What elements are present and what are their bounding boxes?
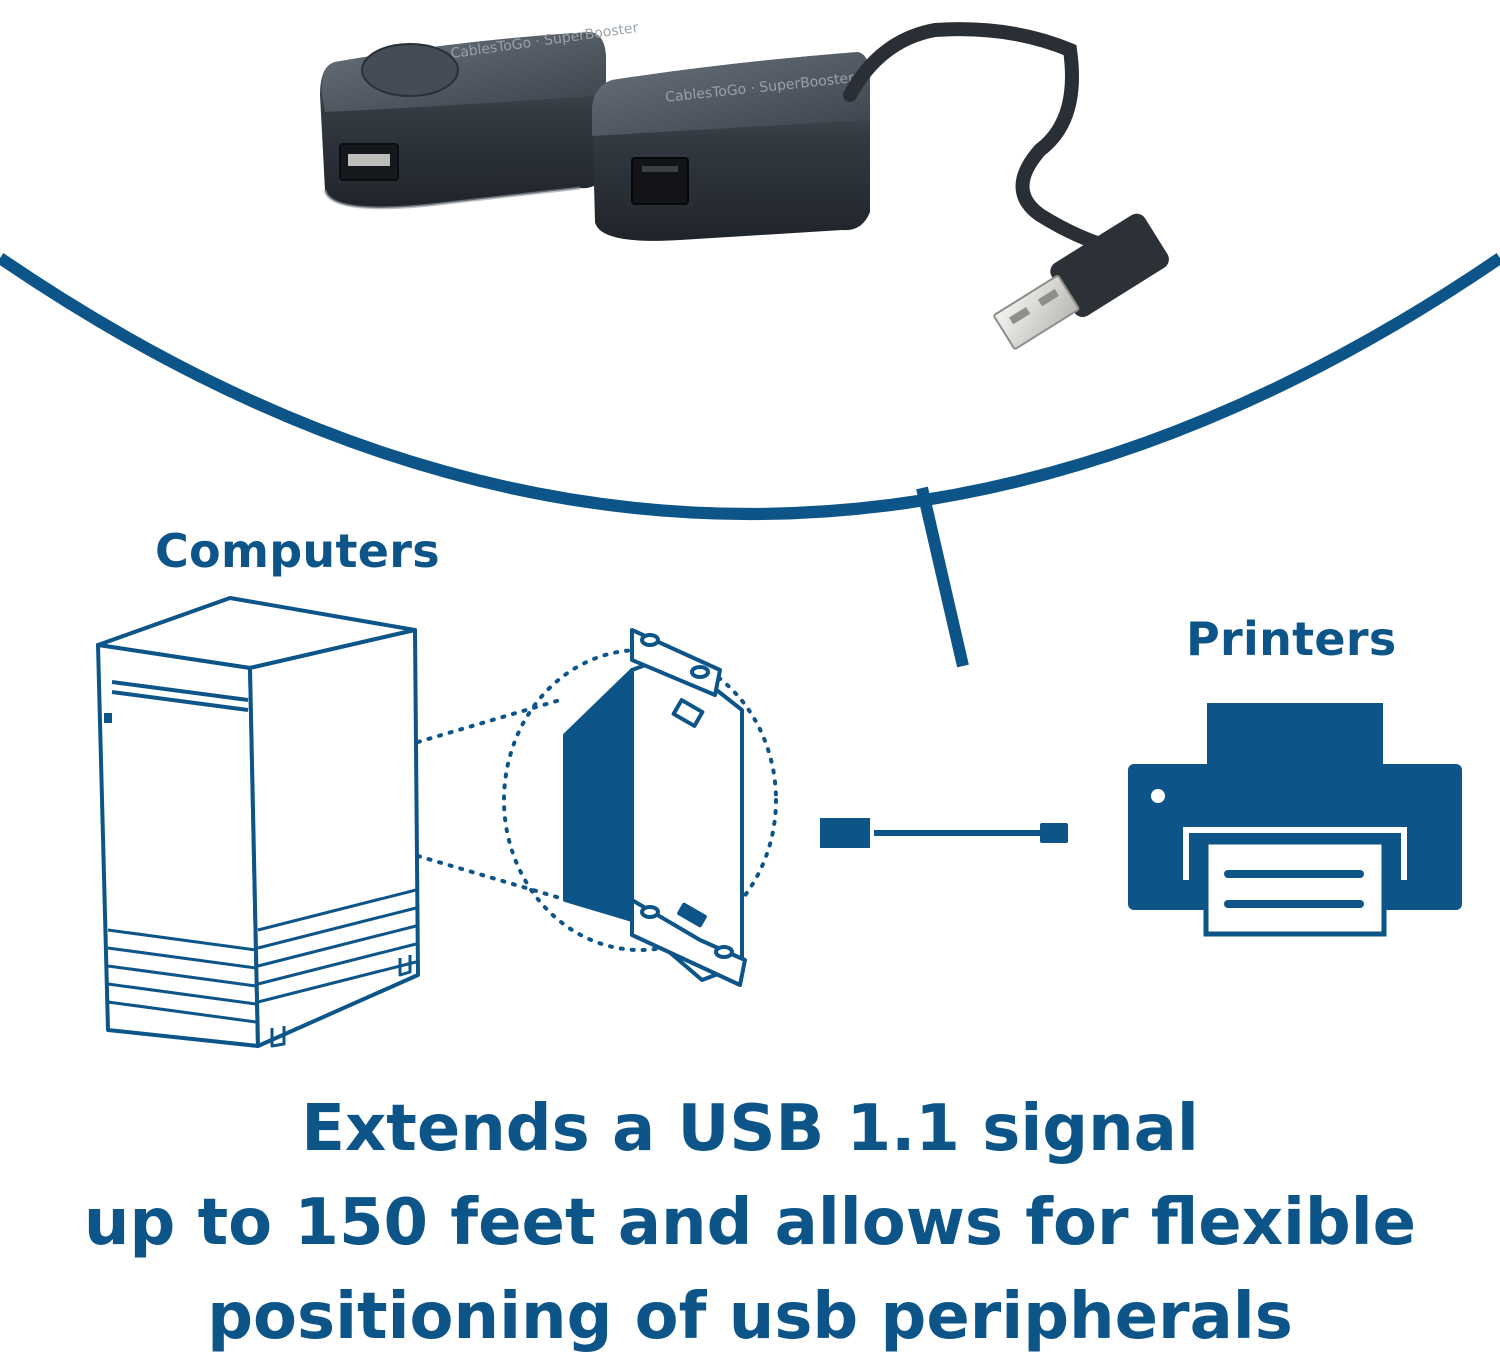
divider-arc (0, 253, 1500, 520)
wall-plate-icon (563, 628, 747, 987)
usb-cable (843, 22, 1127, 257)
usb-cable-icon (820, 818, 1068, 848)
headline-line-1: Extends a USB 1.1 signal (301, 1092, 1199, 1166)
tower-vents (107, 888, 417, 1024)
remote-unit: CablesToGo · SuperBooster (320, 20, 640, 210)
computer-tower-icon (96, 596, 420, 1048)
printer-icon (1128, 703, 1462, 937)
headline: Extends a USB 1.1 signal up to 150 feet … (0, 1082, 1500, 1364)
connector-line (916, 486, 969, 668)
local-unit: CablesToGo · SuperBooster (592, 52, 870, 241)
usb-a-plug (993, 213, 1169, 350)
printers-label: Printers (1186, 612, 1397, 666)
headline-line-3: positioning of usb peripherals (207, 1280, 1293, 1354)
headline-line-2: up to 150 feet and allows for flexible (83, 1186, 1417, 1260)
computers-label: Computers (155, 524, 440, 578)
usb-extender-product-photo: CablesToGo · SuperBooster CablesToGo · S… (320, 20, 1169, 350)
